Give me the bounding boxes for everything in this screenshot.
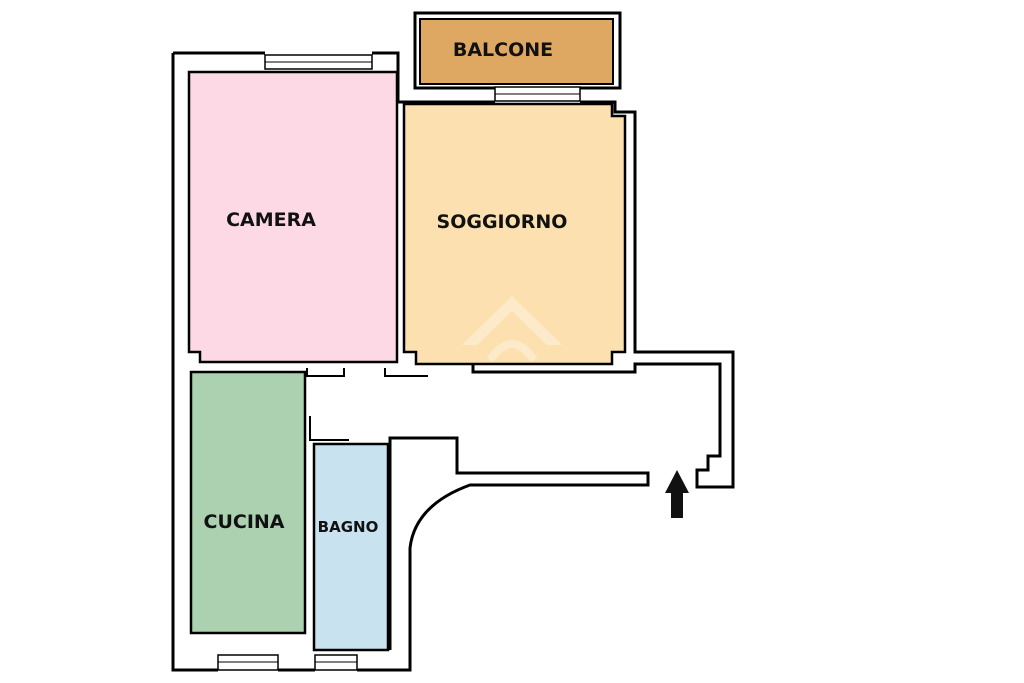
room-label-cucina: CUCINA [204,511,285,533]
room-soggiorno-fill [402,102,627,366]
room-label-camera: CAMERA [226,209,316,231]
door-frames [306,368,428,441]
room-bagno: BAGNO [312,442,390,652]
room-cucina-fill [189,370,307,635]
room-soggiorno: SOGGIORNO [402,102,627,366]
room-camera: CAMERA [187,70,399,364]
room-label-bagno: BAGNO [318,518,379,536]
room-balcone-fill [419,18,614,85]
arrow-up-icon [665,470,689,518]
room-label-soggiorno: SOGGIORNO [437,211,568,233]
room-bagno-fill [312,442,390,652]
room-camera-fill [187,70,399,364]
windows [217,54,581,671]
room-label-balcone: BALCONE [453,39,553,61]
room-cucina: CUCINA [189,370,307,635]
house-logo-icon [462,296,562,363]
room-balcone: BALCONE [413,11,622,90]
